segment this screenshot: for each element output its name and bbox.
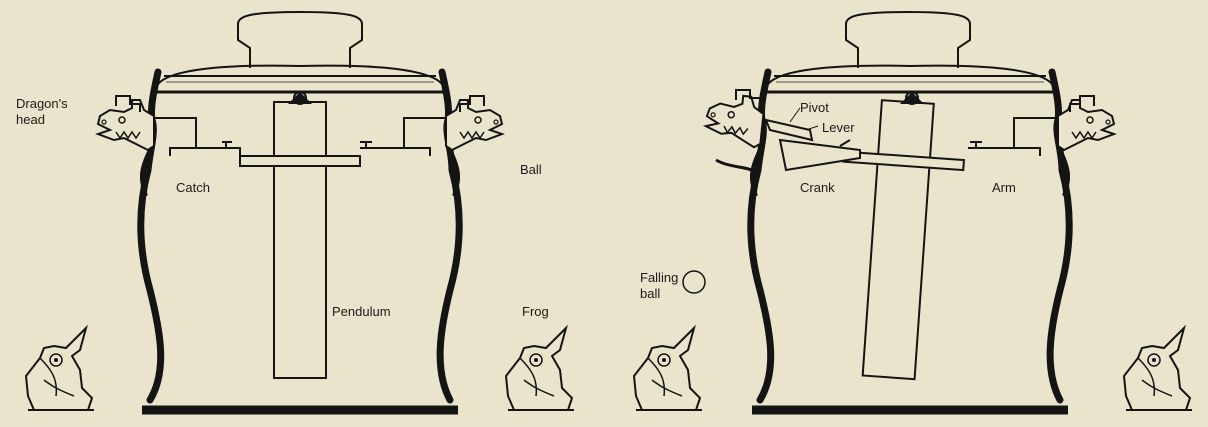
label-pendulum: Pendulum xyxy=(332,304,391,319)
label-frog: Frog xyxy=(522,304,549,319)
falling-ball xyxy=(683,271,705,293)
left-vessel xyxy=(141,12,460,410)
frog-right-2 xyxy=(1124,328,1192,410)
label-arm: Arm xyxy=(992,180,1016,195)
dragon-head-right-2 xyxy=(1058,100,1114,150)
right-vessel xyxy=(716,12,1069,410)
catch-left xyxy=(170,148,240,156)
pendulum xyxy=(274,102,326,378)
label-dragon-head-line2: head xyxy=(16,112,45,127)
crank xyxy=(780,140,860,170)
label-crank: Crank xyxy=(800,180,835,195)
lid-knob-right xyxy=(846,12,970,68)
lid-knob xyxy=(238,12,362,68)
dragon-head-left xyxy=(98,100,154,150)
label-falling-ball: Falling xyxy=(640,270,678,285)
label-dragon-head: Dragon's xyxy=(16,96,68,111)
lever xyxy=(766,120,812,140)
label-ball: Ball xyxy=(520,162,542,177)
pendulum-tilted xyxy=(863,100,934,379)
label-pivot: Pivot xyxy=(800,100,829,115)
dragon-head-tilted xyxy=(704,92,765,148)
label-lever: Lever xyxy=(822,120,855,135)
catch-right xyxy=(360,148,430,156)
frog-left-2 xyxy=(506,328,574,410)
frog-right-1 xyxy=(634,328,702,410)
dragon-head-right xyxy=(446,100,502,150)
label-catch: Catch xyxy=(176,180,210,195)
frog-left-1 xyxy=(26,328,94,410)
arm xyxy=(968,148,1040,156)
label-falling-ball-line2: ball xyxy=(640,286,660,301)
